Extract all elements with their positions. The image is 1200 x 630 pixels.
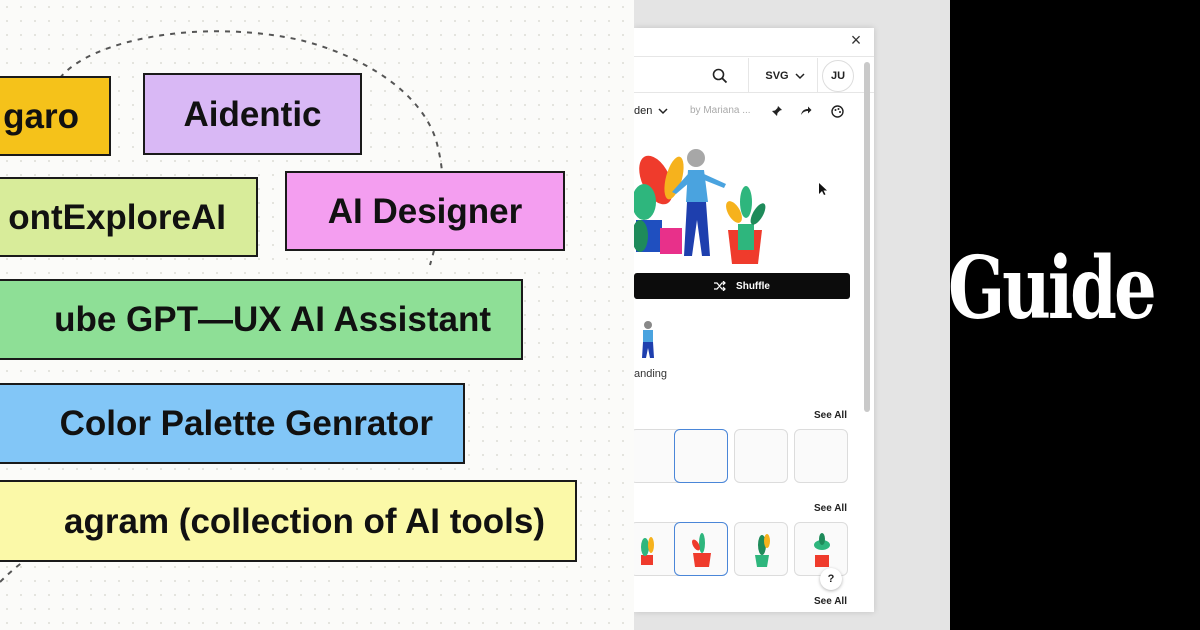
help-icon[interactable]: ? (820, 568, 842, 590)
share-icon[interactable] (797, 102, 815, 120)
tag-ai-designer: AI Designer (285, 171, 565, 251)
tag-label: ontExploreAI (8, 197, 226, 237)
cursor-icon (819, 183, 827, 195)
tag-aidentic: Aidentic (143, 73, 362, 155)
shuffle-button[interactable]: Shuffle (634, 273, 850, 299)
avatar[interactable]: JU (822, 60, 854, 92)
search-divider (748, 58, 749, 92)
tag-label: ube GPT—UX AI Assistant (54, 300, 491, 339)
tool-collage: garo Aidentic ontExploreAI AI Designer u… (0, 0, 634, 630)
header-divider (634, 56, 874, 57)
plant-thumbnail-tile[interactable] (674, 522, 728, 576)
tag-label: agram (collection of AI tools) (64, 501, 545, 541)
tag-diagram: agram (collection of AI tools) (0, 480, 577, 562)
thumbnail-tile[interactable] (734, 429, 788, 483)
plugin-screenshot: × SVG JU den by Mariana ... (634, 0, 950, 630)
thumbnail-tile[interactable] (674, 429, 728, 483)
chevron-down-icon (795, 73, 805, 80)
search-icon[interactable] (708, 64, 732, 88)
help-glyph: ? (827, 573, 835, 585)
thumbnail-tile[interactable] (794, 429, 848, 483)
author-label: by Mariana ... (690, 105, 751, 116)
standing-thumbnail[interactable] (636, 320, 660, 360)
tag-ux-gpt: ube GPT—UX AI Assistant (0, 279, 523, 360)
search-row-divider (634, 92, 874, 93)
tag-label: garo (3, 96, 79, 136)
tag-color-palette: Color Palette Genrator (0, 383, 465, 464)
close-icon[interactable]: × (850, 29, 862, 50)
see-all-link[interactable]: See All (814, 596, 847, 607)
tag-label: Color Palette Genrator (59, 404, 433, 443)
shuffle-icon (714, 281, 726, 291)
format-dropdown[interactable]: SVG (754, 64, 816, 88)
format-divider (817, 58, 818, 92)
shuffle-label: Shuffle (736, 280, 770, 292)
guide-title: Guide (950, 238, 1157, 339)
dashed-outline (0, 30, 444, 583)
plugin-window: × SVG JU den by Mariana ... (634, 28, 874, 612)
plant-thumbnail-tile[interactable] (794, 522, 848, 576)
plant-thumbnail-tile[interactable] (734, 522, 788, 576)
tag-fontexploreai: ontExploreAI (0, 177, 258, 257)
pin-icon[interactable] (768, 102, 786, 120)
scrollbar[interactable] (864, 62, 870, 412)
format-label: SVG (765, 70, 789, 82)
chevron-down-icon (658, 108, 668, 115)
avatar-initials: JU (830, 70, 846, 82)
guide-banner: Guide (950, 0, 1200, 630)
collection-dropdown[interactable]: den (634, 104, 668, 118)
see-all-link[interactable]: See All (814, 503, 847, 514)
tag-garo: garo (0, 76, 111, 156)
see-all-link[interactable]: See All (814, 410, 847, 421)
tag-label: Aidentic (183, 94, 322, 134)
collection-label: den (634, 105, 653, 117)
palette-icon[interactable] (828, 102, 846, 120)
illustration-preview (634, 149, 766, 264)
standing-label: anding (634, 368, 668, 380)
tag-label: AI Designer (327, 191, 523, 231)
